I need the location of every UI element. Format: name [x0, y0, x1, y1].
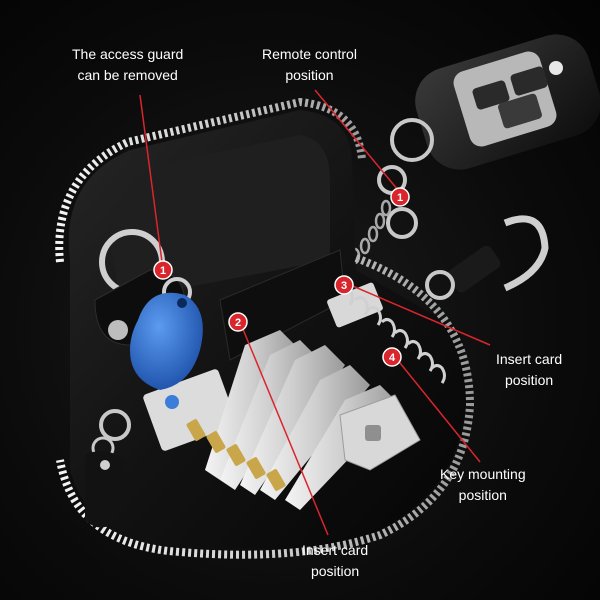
label-remote-control-line2: position: [285, 67, 334, 83]
callout-line-insert-card-right: [347, 283, 491, 346]
label-insert-card-right-line2: position: [504, 372, 554, 388]
marker-2: 2: [228, 312, 248, 332]
lobster-clasp: [425, 215, 549, 300]
marker-3-number: 3: [341, 280, 347, 292]
label-insert-card-right-line1: Insert card: [496, 351, 563, 367]
label-key-mounting: Key mounting position: [440, 464, 526, 506]
label-insert-card-bottom-line2: position: [310, 563, 360, 579]
label-access-guard-line2: can be removed: [77, 67, 178, 83]
marker-4-number: 4: [389, 352, 396, 364]
marker-1-remote-number: 1: [397, 192, 403, 204]
marker-1-guard-number: 1: [160, 265, 166, 277]
remote-key-rings: [377, 118, 434, 239]
label-insert-card-bottom: Insert card position: [302, 540, 368, 582]
callout-line-access-guard: [139, 94, 163, 263]
keys: [186, 330, 421, 510]
marker-1-guard: 1: [153, 260, 173, 280]
marker-4: 4: [382, 347, 402, 367]
blue-access-fob: [130, 292, 203, 390]
marker-3: 3: [334, 275, 354, 295]
label-insert-card-right: Insert card position: [496, 349, 562, 391]
card-pocket: [143, 249, 383, 451]
chain: [349, 199, 392, 265]
label-key-mounting-line2: position: [458, 487, 507, 503]
label-remote-control-line1: Remote control: [262, 46, 357, 62]
callout-line-insert-card-bottom: [239, 321, 329, 536]
label-remote-control: Remote control position: [262, 44, 357, 86]
marker-2-number: 2: [235, 317, 241, 329]
callout-line-key-mounting: [395, 357, 481, 463]
marker-1-remote: 1: [390, 187, 410, 207]
label-access-guard-line1: The access guard: [72, 46, 184, 62]
bottom-leather-tab: [85, 409, 131, 528]
label-key-mounting-line1: Key mounting: [440, 466, 526, 482]
label-access-guard: The access guard can be removed: [72, 44, 183, 86]
remote-control-key: [415, 34, 600, 170]
callout-line-remote: [314, 89, 399, 191]
callout-lines: [139, 89, 491, 536]
label-insert-card-bottom-line1: Insert card: [302, 542, 369, 558]
